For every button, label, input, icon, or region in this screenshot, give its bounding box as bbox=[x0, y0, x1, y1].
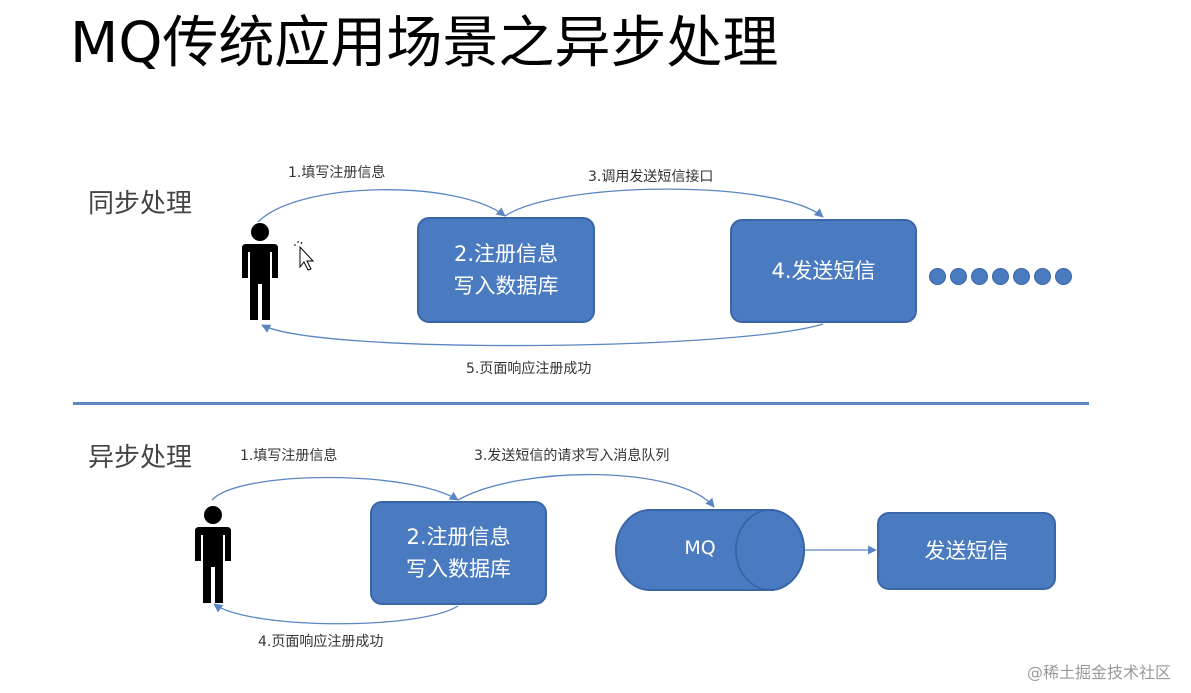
sync-arrow-3 bbox=[504, 188, 824, 218]
dot bbox=[1055, 268, 1072, 285]
async-send-sms-box: 发送短信 bbox=[877, 512, 1056, 590]
sync-arrow-1 bbox=[257, 189, 506, 223]
sync-db-write-box: 2.注册信息 写入数据库 bbox=[417, 217, 595, 323]
async-step4-label: 4.页面响应注册成功 bbox=[258, 634, 384, 650]
dot bbox=[950, 268, 967, 285]
mouse-cursor-icon bbox=[294, 241, 315, 271]
dot bbox=[1034, 268, 1051, 285]
page-title: MQ传统应用场景之异步处理 bbox=[70, 11, 779, 76]
async-step1-label: 1.填写注册信息 bbox=[240, 448, 338, 464]
mq-label: MQ bbox=[684, 537, 716, 559]
sync-step3-label: 3.调用发送短信接口 bbox=[588, 169, 714, 185]
async-arrow-4 bbox=[213, 603, 459, 625]
watermark: @稀土掘金技术社区 bbox=[1026, 663, 1171, 682]
async-arrow-3 bbox=[457, 473, 715, 508]
dot bbox=[971, 268, 988, 285]
mq-queue-shape bbox=[615, 509, 805, 591]
async-section-label: 异步处理 bbox=[88, 443, 193, 473]
async-db-line2: 写入数据库 bbox=[406, 557, 511, 581]
async-db-write-box: 2.注册信息 写入数据库 bbox=[370, 501, 547, 605]
dot bbox=[929, 268, 946, 285]
sync-arrow-5 bbox=[261, 323, 824, 347]
user-person-icon bbox=[195, 506, 231, 603]
async-step3-label: 3.发送短信的请求写入消息队列 bbox=[474, 448, 670, 464]
dot bbox=[992, 268, 1009, 285]
sync-db-line2: 写入数据库 bbox=[453, 274, 559, 298]
dot bbox=[1013, 268, 1030, 285]
async-db-line1: 2.注册信息 bbox=[406, 525, 511, 549]
user-person-icon bbox=[242, 223, 278, 320]
sync-send-sms-box: 4.发送短信 bbox=[730, 219, 917, 323]
sync-step5-label: 5.页面响应注册成功 bbox=[466, 361, 592, 377]
async-sms-label: 发送短信 bbox=[924, 539, 1009, 563]
async-arrow-1 bbox=[211, 476, 459, 501]
ellipsis-dots bbox=[929, 268, 1072, 285]
section-divider bbox=[73, 402, 1089, 405]
sync-section-label: 同步处理 bbox=[88, 189, 193, 219]
sync-db-line1: 2.注册信息 bbox=[453, 242, 559, 266]
sync-step1-label: 1.填写注册信息 bbox=[288, 165, 386, 181]
sync-sms-label: 4.发送短信 bbox=[771, 259, 876, 283]
